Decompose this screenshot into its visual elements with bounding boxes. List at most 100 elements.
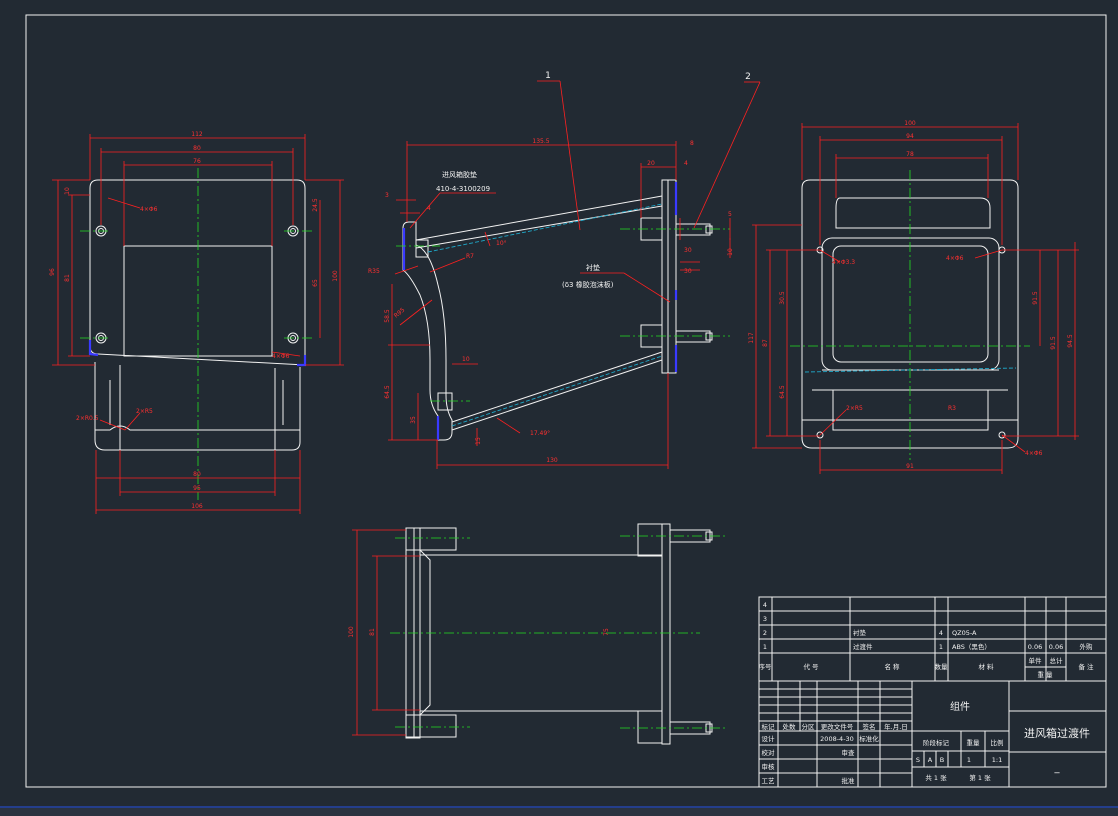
front-view-dims-text: 112 80 76 96 81 100 65 10 24.5 4×Φ6 4×Φ6… — [49, 131, 339, 510]
dim-right-94: 94 — [906, 133, 914, 140]
dim-side-8: 8 — [690, 140, 694, 147]
tb-mark: 标记 — [762, 722, 776, 731]
bom-name: 过渡件 — [853, 642, 873, 651]
dim-front-80: 80 — [193, 145, 201, 152]
right-hole-bl — [816, 431, 824, 439]
dim-side-64-5: 64.5 — [384, 385, 391, 399]
dim-side-30a: 30 — [684, 247, 692, 254]
bom-seq: 2 — [763, 629, 767, 637]
bom-qty: 1 — [939, 643, 943, 651]
dim-right-100: 100 — [904, 120, 916, 127]
dim-right-64-5: 64.5 — [779, 385, 786, 399]
viewport-bottom-bar — [0, 806, 1118, 816]
callout-1: 1 — [545, 71, 551, 81]
dim-side-bolt-5: 5 — [728, 211, 732, 218]
tb-standard: 标准化 — [859, 734, 879, 743]
bom-header-unit: 单件 — [1029, 656, 1043, 665]
bom-material: QZ05-A — [952, 629, 977, 637]
bom-total: 0.06 — [1049, 643, 1063, 651]
bom-header-note: 备 注 — [1078, 662, 1094, 671]
dim-side-30b: 30 — [684, 268, 692, 275]
bom-name: 衬垫 — [853, 628, 867, 637]
tb-stage-a: A — [928, 756, 933, 764]
bom-seq: 3 — [763, 615, 767, 623]
right-hole-br — [998, 431, 1006, 439]
dim-side-left-4: 4 — [427, 205, 431, 212]
bom-seq: 1 — [763, 643, 767, 651]
dim-side-20: 20 — [647, 160, 655, 167]
dim-side-r35: R35 — [368, 268, 380, 275]
dim-right-117: 117 — [748, 332, 755, 344]
tb-stage-label: 阶段标记 — [923, 738, 950, 747]
right-view-dims-text: 100 94 78 117 87 30.5 64.5 91.5 91.5 94.… — [748, 120, 1074, 470]
flange-code: 410-4-3100209 — [436, 185, 490, 193]
tb-sheet-no: 第 1 张 — [969, 773, 991, 782]
dim-right-30-5: 30.5 — [779, 291, 786, 305]
tb-zone: 分区 — [802, 722, 816, 731]
dim-right-94-5: 94.5 — [1067, 334, 1074, 348]
dim-side-15: 15 — [475, 437, 482, 445]
dim-front-bottom-95: 95 — [193, 485, 201, 492]
tb-scale-label: 比例 — [991, 738, 1004, 747]
side-view-labels: 1 2 进风箱胶垫 410-4-3100209 衬垫 (δ3 橡胶泡沫板) 13… — [368, 71, 751, 464]
right-view — [752, 123, 1079, 474]
tb-design-date: 2008-4-30 — [820, 735, 854, 743]
bom-header-seq: 序号 — [759, 662, 773, 671]
tb-sign: 签名 — [863, 722, 876, 731]
drawing-border — [25, 14, 1107, 788]
bom-material: ABS（黑色） — [952, 642, 991, 651]
dim-front-112: 112 — [191, 131, 203, 138]
bom-header-code: 代 号 — [803, 662, 819, 671]
tb-change-doc: 更改文件号 — [821, 722, 854, 731]
bom-header-weight: 重 量 — [1037, 671, 1053, 679]
dim-front-10: 10 — [64, 187, 71, 195]
flange-title: 进风箱胶垫 — [442, 170, 477, 179]
dim-side-angle-bottom: 17.49° — [530, 430, 550, 437]
title-block — [758, 680, 1107, 788]
bom-row-2: 2 衬垫 4 QZ05-A — [763, 628, 977, 637]
tb-review: 审查 — [842, 748, 856, 757]
tb-check: 校对 — [762, 748, 776, 757]
bom-qty: 4 — [939, 629, 943, 637]
dim-top-100: 100 — [348, 626, 355, 638]
dim-front-bottom-106: 106 — [191, 503, 203, 510]
side-view — [388, 80, 761, 469]
dim-front-24-5: 24.5 — [312, 198, 319, 212]
bom-header: 序号 代 号 名 称 数量 材 料 单件 总计 重 量 备 注 — [759, 656, 1095, 679]
bom-row-3: 3 — [763, 615, 767, 623]
dim-right-91: 91 — [906, 463, 914, 470]
dim-right-91-5: 91.5 — [1032, 291, 1039, 305]
dim-front-76: 76 — [193, 158, 201, 165]
dim-front-notch-right: 2×R5 — [136, 408, 153, 415]
dim-right-slot-l: 2×R5 — [846, 405, 863, 412]
tb-approve: 批准 — [842, 776, 856, 785]
dim-side-58-5: 58.5 — [384, 309, 391, 323]
liner-sub: (δ3 橡胶泡沫板) — [562, 280, 614, 289]
dim-right-hole-br: 4×Φ6 — [1025, 450, 1043, 457]
bom-header-material: 材 料 — [978, 662, 994, 671]
top-view-dims-text: 100 81 75 — [348, 626, 610, 638]
bom-row-1: 1 过渡件 1 ABS（黑色） 0.06 0.06 外购 — [763, 642, 1093, 651]
bom-unit: 0.06 — [1028, 643, 1042, 651]
dim-front-65: 65 — [312, 279, 319, 287]
dim-side-r95: R95 — [393, 306, 407, 319]
dim-front-100: 100 — [332, 270, 339, 282]
dim-front-bottom-80: 80 — [193, 471, 201, 478]
dim-side-4: 4 — [684, 160, 688, 167]
top-view — [352, 523, 725, 745]
dim-right-87: 87 — [762, 339, 769, 347]
dim-front-81: 81 — [64, 274, 71, 282]
dim-front-notch-left: 2×R0.5 — [76, 415, 99, 422]
callout-2: 2 — [745, 72, 751, 82]
bom-table — [758, 596, 1107, 682]
dim-right-hole-l: 4×Φ3.3 — [832, 259, 855, 266]
bom-row-4: 4 — [763, 601, 767, 609]
dim-side-35: 35 — [410, 416, 417, 424]
dim-top-75: 75 — [603, 628, 610, 636]
bom-header-total: 总计 — [1050, 656, 1064, 665]
tb-process: 工艺 — [762, 777, 776, 785]
tb-design: 设计 — [762, 734, 776, 743]
tb-date: 年.月.日 — [884, 722, 908, 731]
dim-side-angle-top: 10° — [496, 240, 507, 247]
